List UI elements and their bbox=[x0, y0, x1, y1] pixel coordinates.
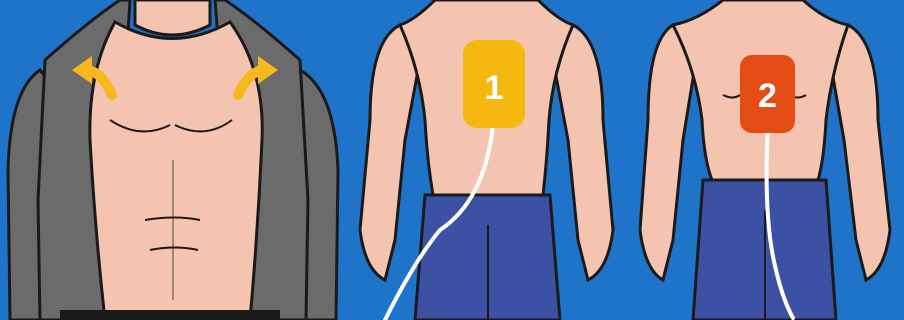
pad-2-label: 2 bbox=[758, 77, 777, 115]
belt bbox=[60, 310, 280, 320]
back-figure: 1 bbox=[345, 0, 628, 320]
pad-2: 2 bbox=[740, 55, 795, 133]
back-pad-panel: 1 bbox=[345, 0, 628, 320]
neck bbox=[135, 0, 210, 35]
open-shirt-figure bbox=[0, 0, 345, 320]
pad-1-label: 1 bbox=[485, 69, 504, 107]
pad-1: 1 bbox=[463, 40, 525, 128]
open-shirt-panel bbox=[0, 0, 345, 320]
second-pad-panel: 2 bbox=[628, 0, 904, 320]
second-figure: 2 bbox=[628, 0, 904, 320]
bare-chest bbox=[90, 22, 262, 320]
